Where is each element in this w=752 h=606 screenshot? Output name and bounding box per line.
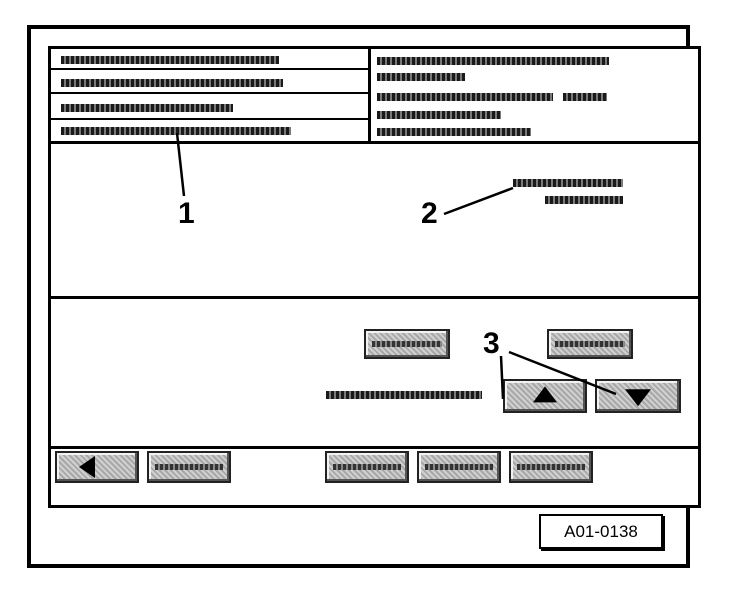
triangle-up-icon <box>533 386 557 403</box>
back-button[interactable] <box>55 451 139 483</box>
softkey-4[interactable] <box>417 451 501 483</box>
header-row-2 <box>51 70 368 94</box>
tester-screen: 1 2 3 <box>48 46 701 508</box>
callout-3: 3 <box>483 327 500 360</box>
header-right-text-1 <box>377 57 609 65</box>
header-right-text-3b <box>563 93 607 101</box>
header-right-text-2 <box>377 73 465 81</box>
function-button-1[interactable] <box>364 329 450 359</box>
softkey-5[interactable] <box>509 451 593 483</box>
header-text-2 <box>61 79 283 87</box>
header-text-4 <box>61 127 291 135</box>
display-text-1 <box>513 179 623 187</box>
figure-frame: 1 2 3 A01-0138 <box>27 25 701 568</box>
header-area <box>51 49 698 144</box>
header-right-text-4 <box>377 111 501 119</box>
display-text-2 <box>545 196 623 204</box>
callout-2: 2 <box>421 197 438 230</box>
header-text-3 <box>61 104 233 112</box>
value-label <box>326 391 482 399</box>
softkey-2[interactable] <box>147 451 231 483</box>
function-button-2[interactable] <box>547 329 633 359</box>
callout-1: 1 <box>178 197 195 230</box>
header-right-text-3 <box>377 93 553 101</box>
triangle-down-icon <box>625 389 651 407</box>
figure-id-label: A01-0138 <box>539 514 663 549</box>
control-area <box>51 299 698 449</box>
display-area <box>51 144 698 299</box>
header-text-1 <box>61 56 279 64</box>
header-row-3 <box>51 94 368 120</box>
increase-button[interactable] <box>503 379 587 413</box>
triangle-left-icon <box>79 456 95 478</box>
header-right-text-5 <box>377 128 531 136</box>
softkey-3[interactable] <box>325 451 409 483</box>
header-left-panel <box>51 49 371 141</box>
header-row-1 <box>51 49 368 70</box>
softkey-bar <box>51 449 698 505</box>
decrease-button[interactable] <box>595 379 681 413</box>
